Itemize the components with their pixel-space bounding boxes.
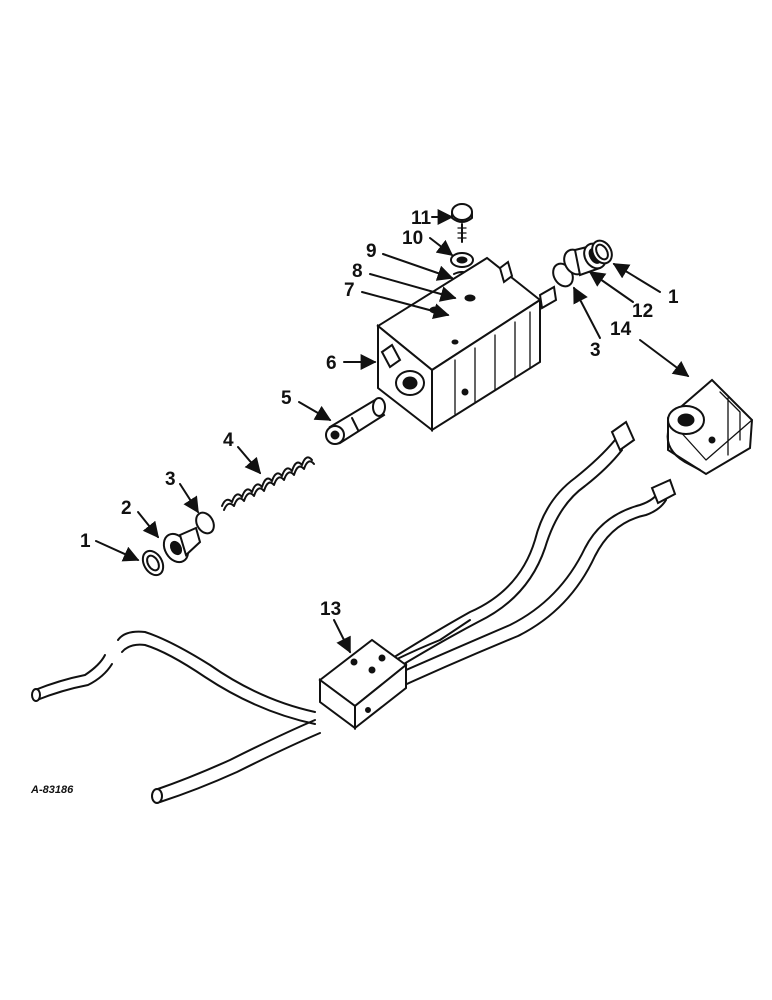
callout-3-left: 3 — [165, 469, 176, 490]
manifold-part — [318, 638, 408, 731]
spool-part — [325, 397, 386, 445]
callout-9: 9 — [366, 241, 377, 262]
callout-1-right: 1 — [668, 287, 679, 308]
callout-2: 2 — [121, 498, 132, 519]
callout-4: 4 — [223, 430, 234, 451]
callout-leaders — [95, 209, 690, 654]
screw-part — [451, 203, 473, 243]
valve-body-part — [376, 256, 558, 433]
callout-1-left: 1 — [80, 531, 91, 552]
washer-part — [450, 252, 474, 268]
callout-10: 10 — [402, 228, 423, 249]
callout-3-right: 3 — [590, 340, 601, 361]
hydraulic-lines — [31, 420, 677, 804]
plug-left-part — [162, 526, 202, 564]
ring-left-part — [141, 549, 165, 577]
callout-13: 13 — [320, 599, 341, 620]
callout-7: 7 — [344, 280, 355, 301]
callout-6: 6 — [326, 353, 337, 374]
oring-left-part — [195, 511, 215, 535]
callout-14: 14 — [610, 319, 632, 340]
spring-part — [221, 456, 315, 511]
callout-11: 11 — [411, 208, 432, 229]
figure-id: A-83186 — [30, 784, 74, 796]
callout-8: 8 — [352, 261, 363, 282]
pump-part — [666, 378, 754, 476]
ring-right-part — [591, 239, 613, 265]
callout-5: 5 — [281, 388, 292, 409]
callout-12: 12 — [632, 301, 653, 322]
